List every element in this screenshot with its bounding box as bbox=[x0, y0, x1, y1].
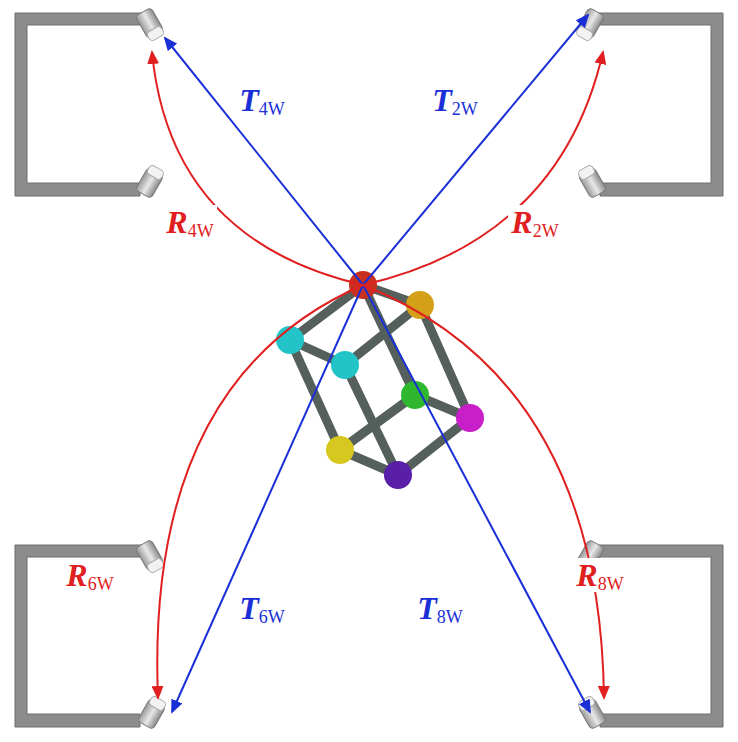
transform-label: R2W bbox=[508, 205, 561, 239]
calibration-cube bbox=[290, 285, 470, 475]
transform-label: R4W bbox=[163, 205, 216, 239]
transform-label: T2W bbox=[429, 83, 481, 117]
marker-sphere bbox=[276, 271, 484, 489]
transform-label: T6W bbox=[236, 591, 288, 625]
transform-label: T8W bbox=[414, 591, 466, 625]
transform-label: R8W bbox=[573, 558, 626, 592]
camera bbox=[135, 7, 607, 729]
translation-arrow bbox=[165, 15, 590, 712]
rotation-arrow bbox=[152, 52, 604, 698]
transform-label: R6W bbox=[63, 558, 116, 592]
transform-label: T4W bbox=[236, 83, 288, 117]
camera-frame bbox=[15, 13, 723, 727]
